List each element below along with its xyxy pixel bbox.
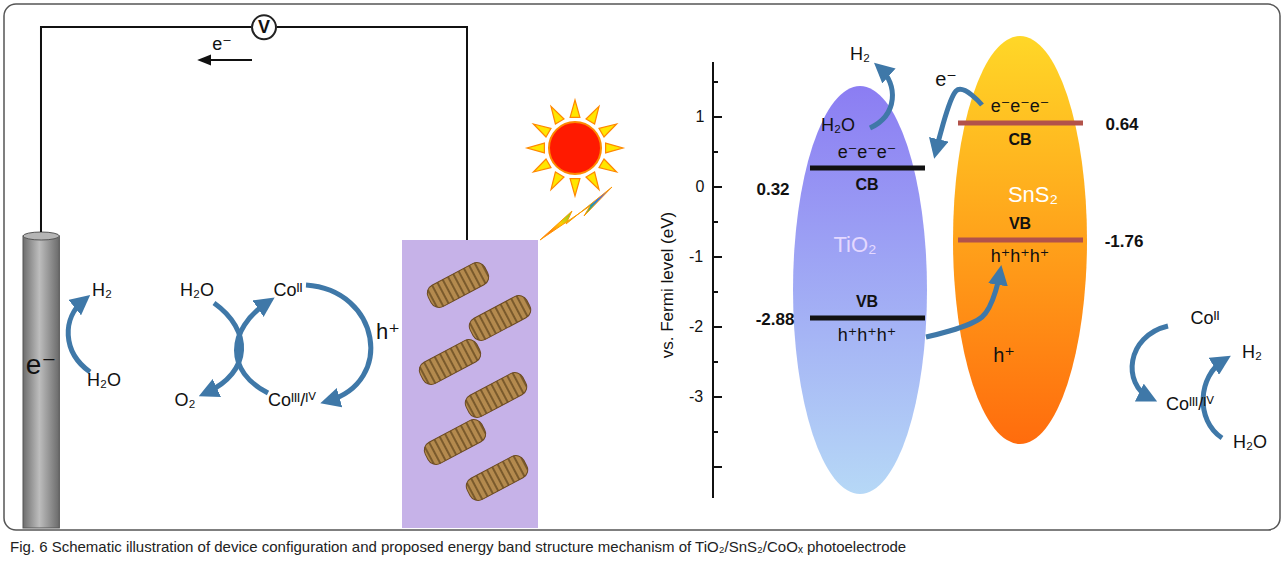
node-label: e⁻ (26, 349, 56, 381)
axis-tick (713, 396, 722, 398)
drawing-part (463, 452, 531, 503)
axis-tick (713, 326, 722, 328)
sun-ray (533, 124, 551, 137)
drawing-part (416, 336, 484, 387)
edge-label: h⁺ (993, 344, 1015, 367)
drawing-part (424, 259, 492, 310)
photoelectrode (402, 240, 538, 528)
node-label: TiO₂ (833, 232, 876, 257)
axis-title: vs. Fermi level (eV) (658, 212, 678, 358)
drawing-part (462, 369, 530, 420)
axis-tick (713, 116, 722, 118)
band-name: VB (1009, 215, 1031, 233)
drawing-part (810, 316, 925, 321)
band-value: -1.76 (1105, 232, 1144, 252)
drawing-part (421, 416, 489, 467)
cobalt-label: Coᴵᴵ (273, 280, 302, 301)
axis-tick (713, 361, 718, 363)
species-label: H₂O (821, 115, 855, 136)
drawing-part (466, 292, 534, 343)
sun-ray (586, 106, 599, 124)
axis-tick (713, 81, 718, 83)
hole-row: h⁺h⁺h⁺ (838, 325, 897, 346)
sun-ray (570, 179, 580, 196)
tick-label: -3 (689, 388, 703, 406)
cobalt-label: Coᴵᴵ (1190, 308, 1219, 329)
drawing-part (306, 285, 371, 401)
light-bolt (540, 187, 612, 240)
species-label: H₂ (850, 44, 870, 65)
voltmeter: V (251, 14, 277, 41)
sun-ray (606, 143, 623, 153)
sun-ray (551, 172, 564, 190)
band-value: -2.88 (756, 310, 795, 330)
species-label: H₂O (87, 370, 121, 391)
axis-tick (713, 466, 722, 468)
band-ellipse (793, 86, 927, 494)
hole-label: h⁺ (376, 319, 400, 344)
sun-disc (549, 122, 601, 174)
tick-label: 0 (696, 178, 705, 196)
drawing-part (810, 166, 925, 171)
species-label: H₂O (180, 280, 214, 301)
drawing-part (237, 302, 269, 393)
drawing-part (68, 300, 90, 372)
sun-ray (586, 172, 599, 190)
axis-tick (713, 256, 722, 258)
axis-tick (713, 186, 722, 188)
hole-row: h⁺h⁺h⁺ (991, 246, 1050, 267)
figure-frame (4, 4, 1280, 530)
axis-tick (713, 291, 718, 293)
meter-circle (252, 15, 276, 39)
node-label: V (258, 17, 270, 38)
circuit-wire (41, 27, 251, 232)
band-name: CB (1008, 131, 1031, 149)
sun-ray (599, 124, 617, 137)
axis-tick (713, 151, 718, 153)
tick-label: -2 (689, 318, 703, 336)
electron-row: e⁻e⁻e⁻ (838, 142, 897, 163)
sun-ray (570, 100, 580, 117)
edge-label: e⁻ (935, 68, 957, 91)
cobalt-label: Coᴵᴵᴵ/ᴵⱽ (268, 390, 316, 411)
band-name: VB (856, 293, 878, 311)
species-label: H₂ (92, 280, 112, 301)
sun-ray (533, 159, 551, 172)
cobalt-label: Coᴵᴵᴵ/ᴵⱽ (1166, 394, 1214, 415)
drawing-part (958, 121, 1083, 126)
species-label: O₂ (175, 390, 196, 411)
drawing-part (958, 238, 1083, 243)
band-name: CB (855, 176, 878, 194)
species-label: H₂ (1242, 342, 1262, 363)
tick-label: 1 (696, 108, 705, 126)
energy-axis (713, 62, 722, 498)
electrode-body (23, 236, 59, 528)
figure-caption: Fig. 6 Schematic illustration of device … (10, 538, 906, 555)
node-outline (23, 232, 59, 528)
nanorods (416, 259, 534, 503)
species-label: H₂O (1233, 432, 1267, 453)
electron-label: e⁻ (212, 34, 232, 55)
electron-flow-arrow (200, 59, 252, 61)
sun (527, 100, 623, 196)
electrode-cap (23, 232, 59, 240)
counter-electrode: e⁻ (23, 232, 59, 528)
axis-tick (713, 431, 718, 433)
band-ellipse (953, 36, 1087, 444)
axis-tick (713, 221, 718, 223)
sun-ray (551, 106, 564, 124)
band-value: 0.64 (1105, 115, 1138, 135)
circuit-wire (277, 27, 467, 240)
tick-label: -1 (689, 248, 703, 266)
drawing-part (1132, 326, 1168, 398)
node-label: SnS₂ (1008, 182, 1058, 207)
electron-row: e⁻e⁻e⁻ (991, 96, 1050, 117)
sun-ray (599, 159, 617, 172)
band-value: 0.32 (756, 180, 789, 200)
sun-ray (527, 143, 544, 153)
